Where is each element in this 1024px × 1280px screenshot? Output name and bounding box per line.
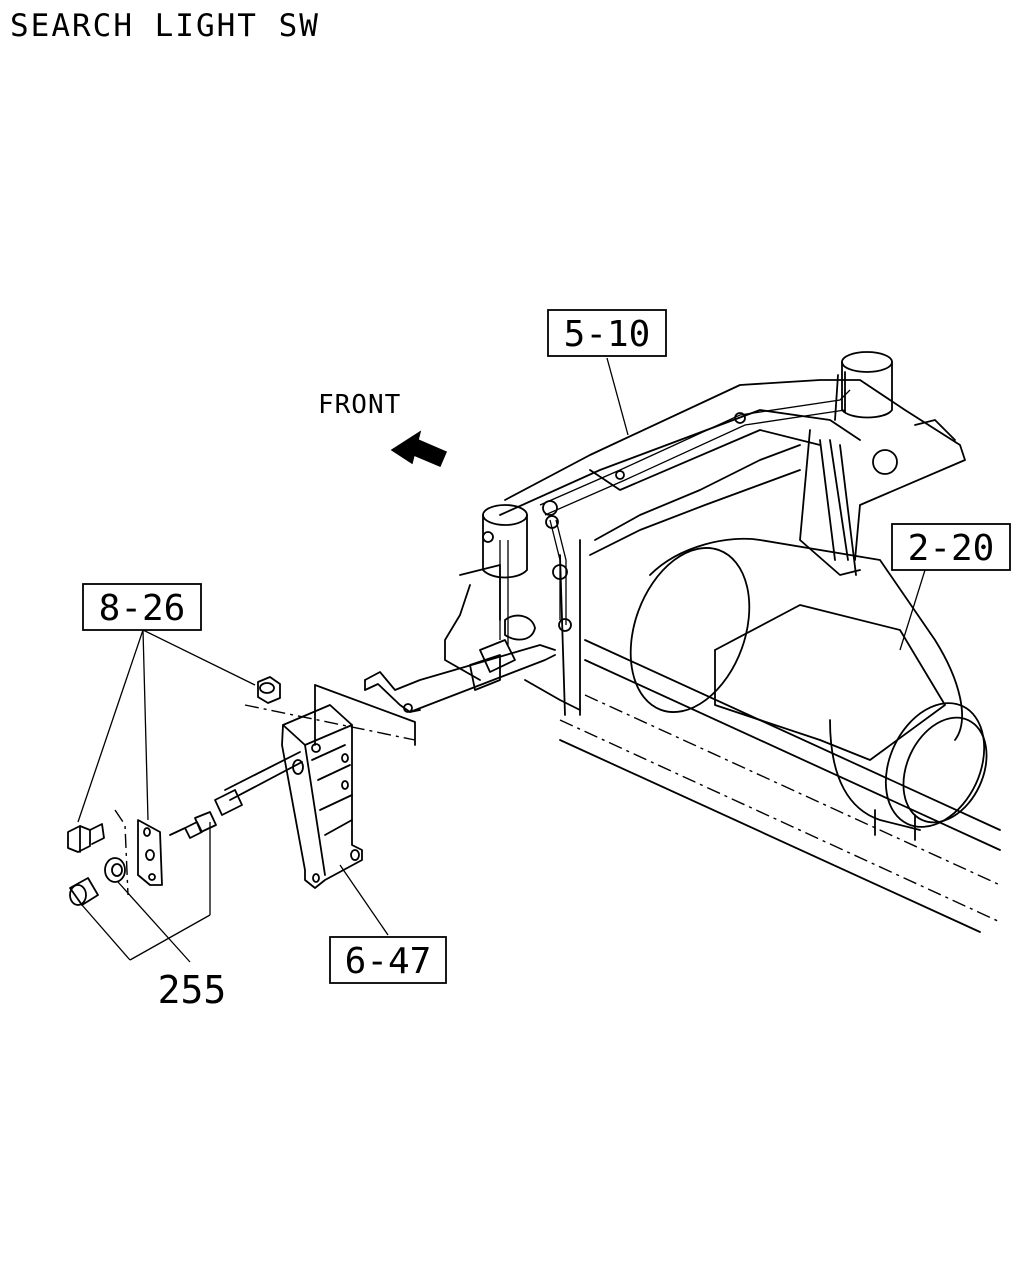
- fuel-tank: [629, 537, 988, 841]
- callout-2-20: 2-20: [891, 523, 1011, 571]
- callout-8-26: 8-26: [82, 583, 202, 631]
- leader-lines: [77, 357, 926, 963]
- frame-rail: [559, 639, 1001, 933]
- search-light-switch: [169, 751, 303, 839]
- part-number-255: 255: [158, 968, 227, 1012]
- callout-5-10: 5-10: [547, 309, 667, 357]
- air-tank-rear: [834, 351, 893, 421]
- brake-pipes: [499, 389, 851, 645]
- page-title: SEARCH LIGHT SW: [10, 8, 320, 44]
- callout-6-47: 6-47: [329, 936, 447, 984]
- front-label: FRONT: [318, 390, 401, 420]
- knob: [69, 877, 99, 906]
- valve-block: [469, 614, 536, 691]
- nut: [257, 676, 281, 704]
- callout-5-10-label: 5-10: [564, 314, 651, 355]
- crossmember: [444, 379, 966, 716]
- small-plate: [114, 809, 163, 896]
- air-tank-front: [482, 504, 528, 579]
- front-arrow-icon: [390, 430, 447, 467]
- frame-section: [244, 644, 556, 741]
- bolt: [67, 823, 105, 853]
- callout-2-20-label: 2-20: [908, 528, 995, 569]
- switch-bracket: [281, 684, 416, 889]
- washer: [104, 857, 126, 883]
- callout-8-26-label: 8-26: [99, 588, 186, 629]
- callout-6-47-label: 6-47: [345, 941, 432, 982]
